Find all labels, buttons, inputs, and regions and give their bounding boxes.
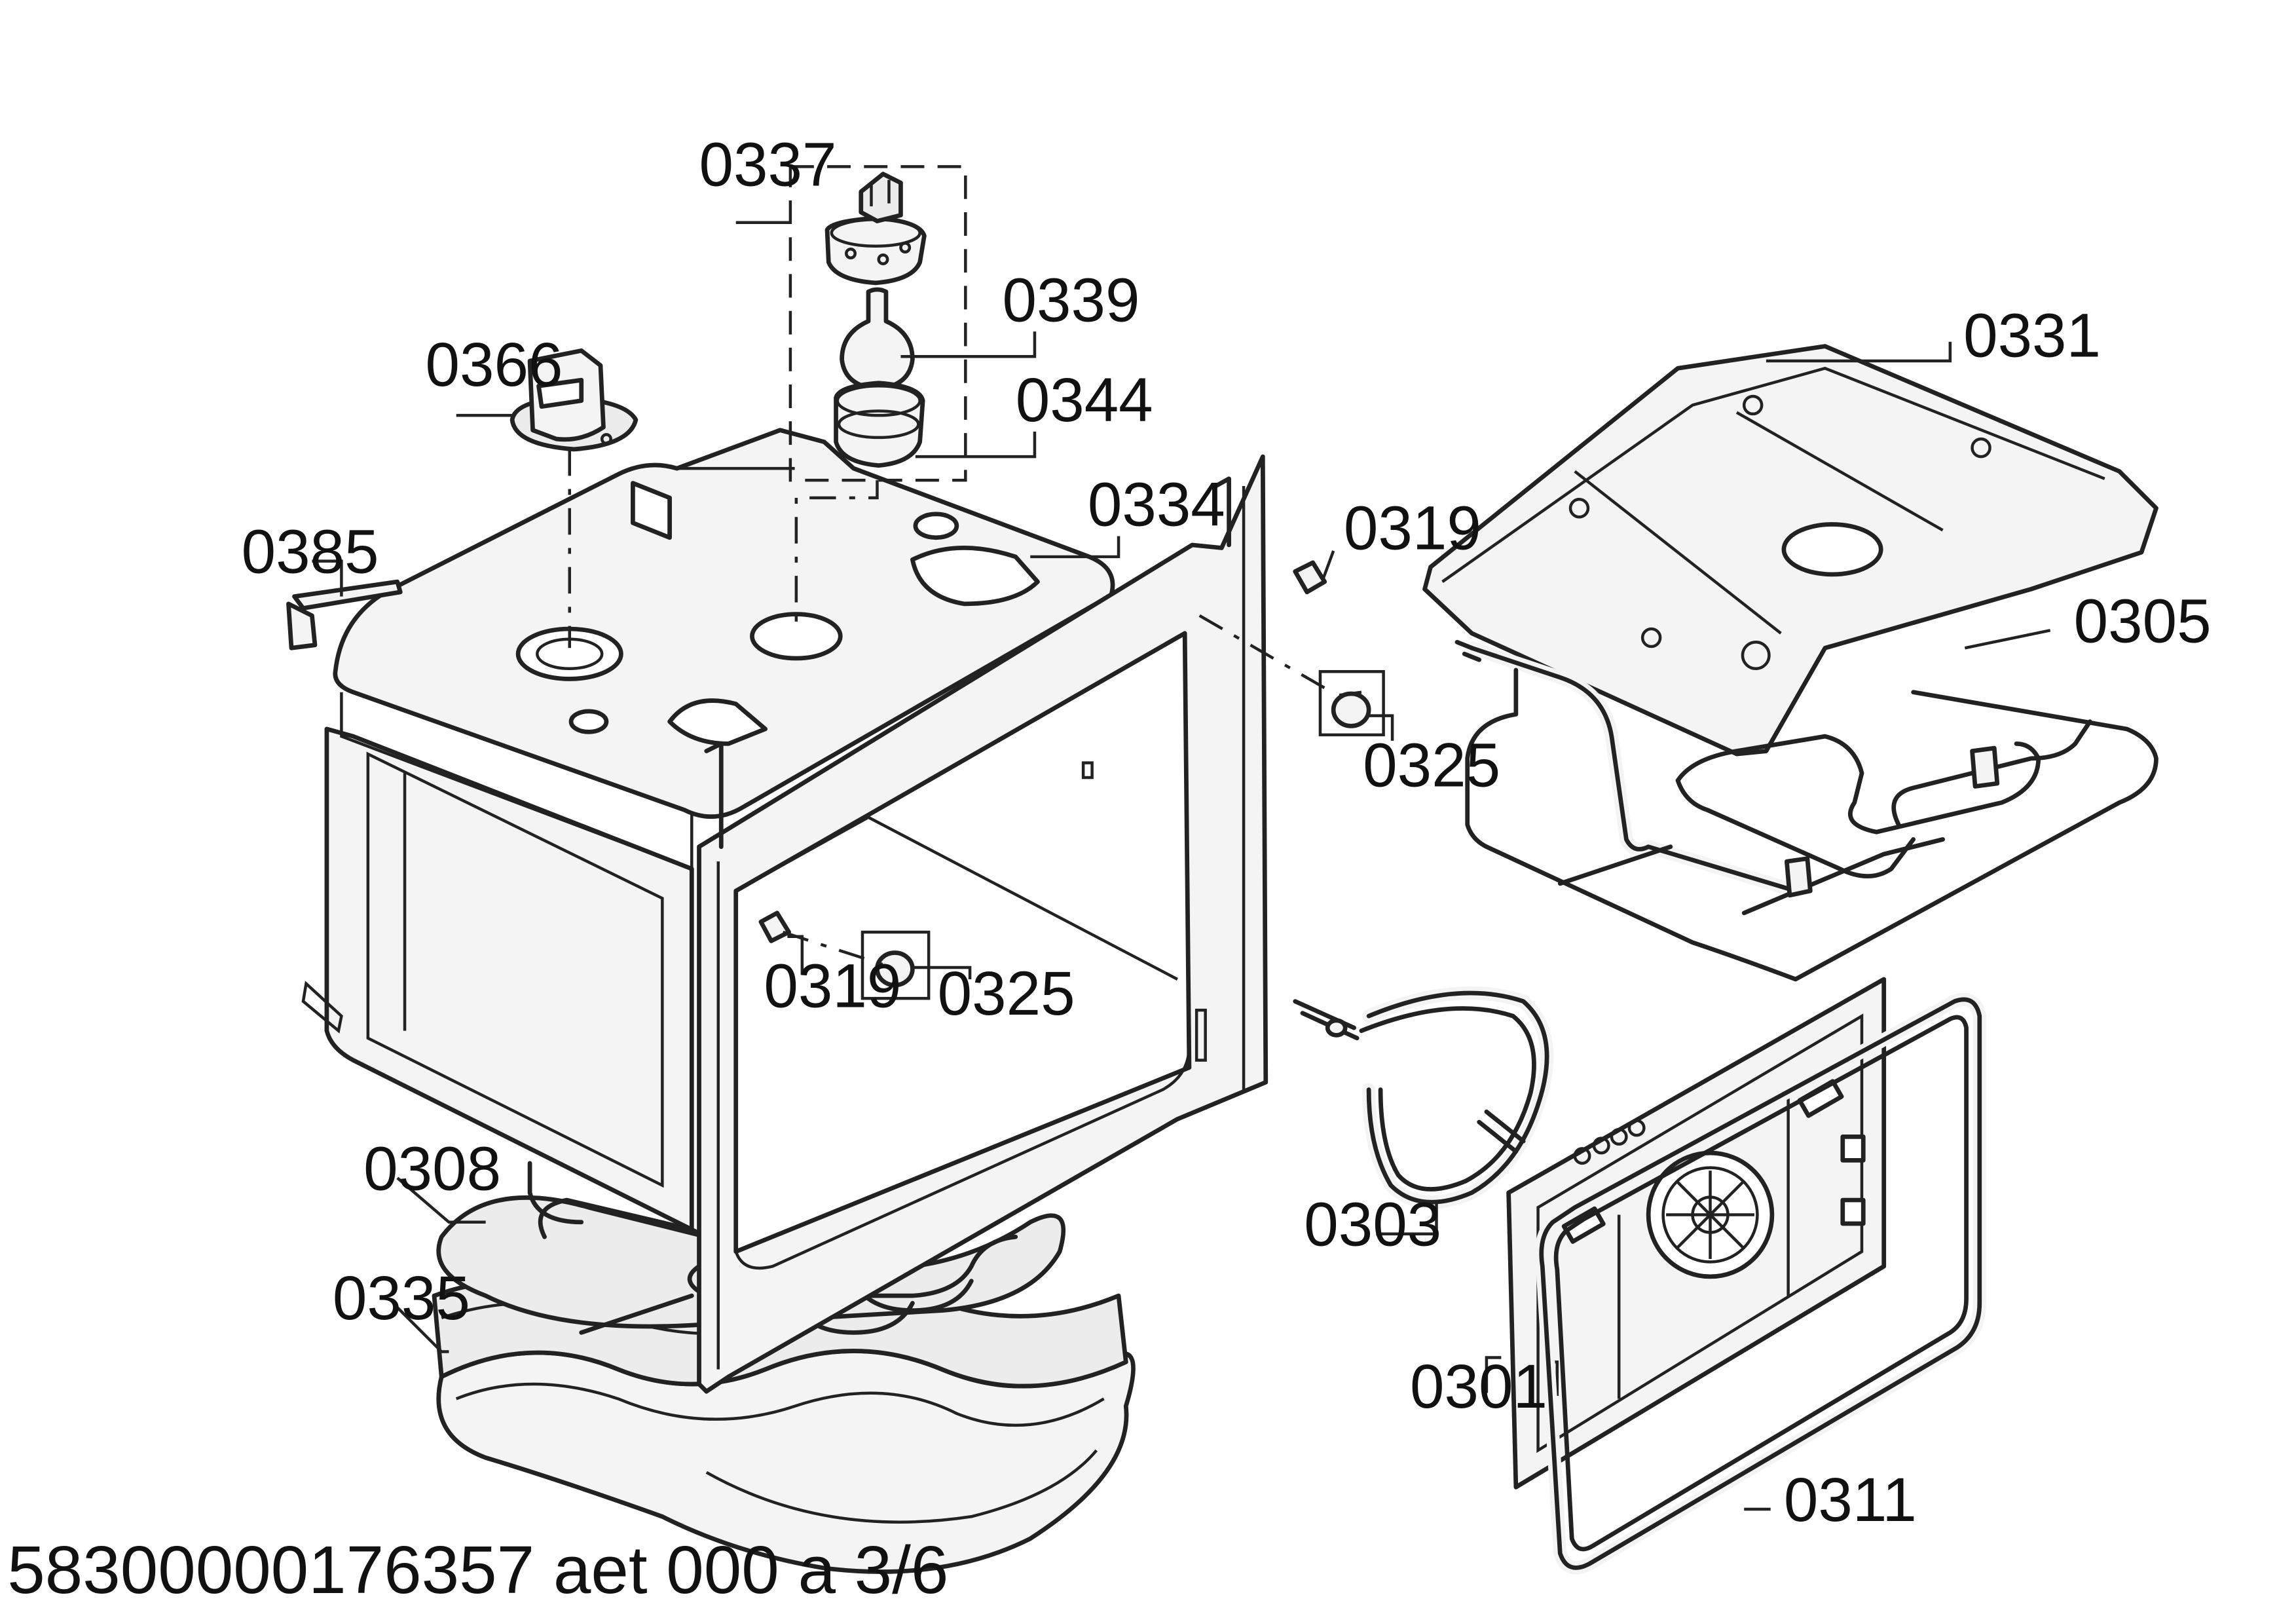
bolt-left	[758, 910, 791, 943]
callout-0319-right: 0319	[1344, 495, 1481, 563]
lamp-bulb	[840, 287, 915, 392]
document-id-footer: 58300000176357 aet 000 a 3/6	[7, 1531, 948, 1607]
fan-motor-mount	[509, 348, 639, 452]
callout-0303: 0303	[1304, 1191, 1441, 1260]
callout-0385: 0385	[242, 518, 379, 587]
bolt-right	[1293, 560, 1327, 595]
callout-0335: 0335	[333, 1264, 470, 1333]
cap-right	[1331, 690, 1371, 728]
callout-0339: 0339	[1003, 266, 1140, 335]
lamp-socket	[824, 172, 927, 286]
door-seal-gasket	[1534, 992, 1986, 1575]
callout-0325-left: 0325	[938, 960, 1075, 1028]
cap-right-frame	[1318, 669, 1385, 737]
top-heating-element	[1454, 639, 2158, 982]
callout-0337: 0337	[699, 131, 837, 200]
lamp-assembly-group-box	[788, 165, 967, 482]
callout-0331: 0331	[1963, 301, 2101, 370]
callout-0325-right: 0325	[1363, 732, 1500, 800]
leader-lines	[312, 221, 2051, 1511]
cap-left-frame	[861, 930, 931, 1000]
callout-0334: 0334	[1088, 471, 1225, 540]
callout-0319-left: 0319	[764, 952, 901, 1021]
callout-0344: 0344	[1016, 366, 1153, 435]
callout-0311: 0311	[1784, 1466, 1917, 1535]
callout-0305: 0305	[2074, 587, 2212, 656]
ring-heating-element	[1293, 986, 1554, 1209]
callout-0366: 0366	[426, 331, 563, 400]
lamp-cover-ring	[834, 381, 925, 468]
callout-0301: 0301	[1410, 1353, 1547, 1421]
mounting-bracket	[286, 579, 403, 1034]
oven-cavity-housing	[324, 428, 1268, 1394]
callout-0308: 0308	[363, 1135, 501, 1203]
top-cover-plate	[1422, 344, 2158, 757]
callout-labels: 0337 0339 0344 0366 0385 0334 0319 0325 …	[242, 131, 2212, 1535]
